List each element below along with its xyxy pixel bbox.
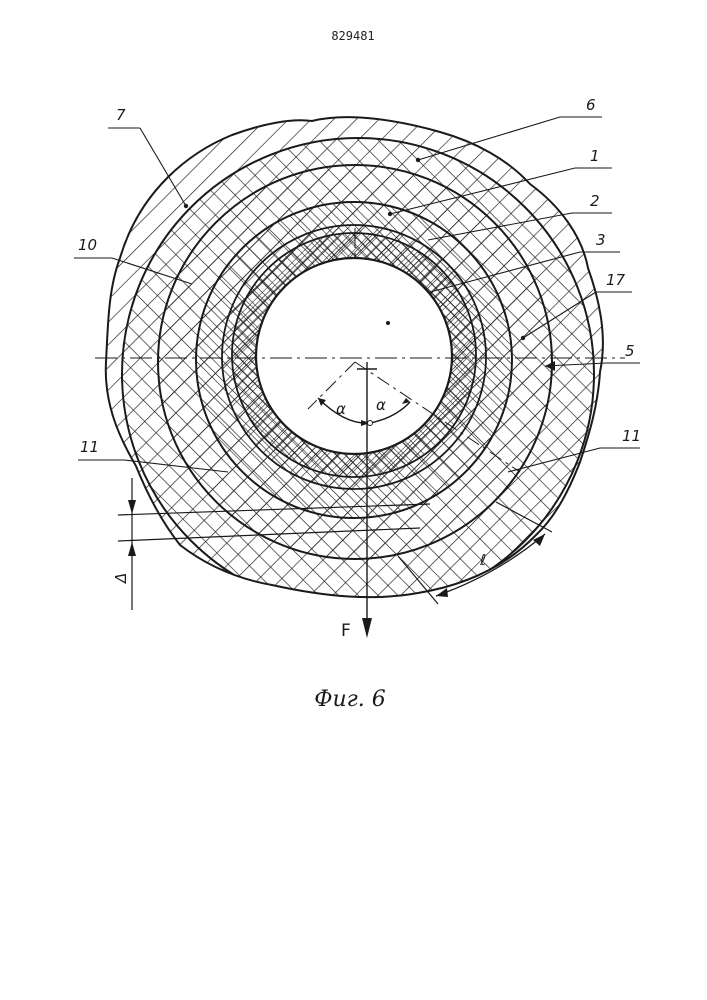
- label-6: 6: [586, 96, 596, 114]
- label-11-right: 11: [622, 427, 641, 445]
- delta-label: Δ: [112, 573, 130, 584]
- alpha-left-label: α: [336, 400, 346, 418]
- delta-dimension: Δ: [112, 478, 136, 610]
- label-7: 7: [116, 106, 126, 124]
- label-3: 3: [596, 231, 606, 249]
- figure-caption: Фиг. 6: [314, 687, 386, 712]
- label-10: 10: [78, 236, 97, 254]
- force-label: F: [341, 621, 351, 641]
- label-5: 5: [625, 342, 635, 360]
- patent-number: 829481: [331, 29, 374, 43]
- label-17: 17: [606, 271, 626, 289]
- label-2: 2: [590, 192, 600, 210]
- alpha-right-label: α: [376, 396, 386, 414]
- label-1: 1: [590, 147, 600, 165]
- label-11-left: 11: [80, 438, 99, 456]
- shaft-3: [256, 258, 452, 454]
- ell-label: ℓ: [479, 551, 486, 569]
